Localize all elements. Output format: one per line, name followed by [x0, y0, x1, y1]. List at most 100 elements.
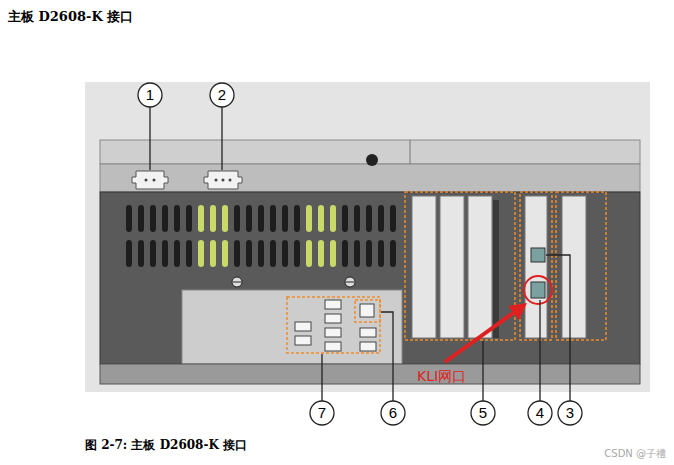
illustration-part: [149, 107, 150, 170]
illustration-part: [354, 240, 360, 267]
illustration-part: [145, 179, 148, 182]
illustration-part: [360, 328, 376, 337]
illustration-part: [233, 282, 241, 283]
callout-number: 4: [528, 401, 552, 425]
callout-number: 3: [558, 401, 582, 425]
illustration-part: [229, 179, 232, 182]
illustration-part: [295, 300, 376, 351]
illustration-part: [321, 354, 322, 401]
illustration-part: [390, 240, 396, 267]
figure-title: 主板 D2608-K 接口: [8, 8, 133, 26]
illustration-part: [138, 205, 144, 232]
illustration-part: [182, 290, 402, 364]
illustration-part: [360, 342, 376, 351]
illustration-part: [222, 179, 225, 182]
illustration-part: [132, 171, 168, 189]
illustration-part: [162, 240, 168, 267]
illustration-part: [325, 342, 341, 351]
illustration-part: [162, 205, 168, 232]
callout-number: 6: [381, 401, 405, 425]
illustration-part: [539, 300, 540, 401]
illustration-part: [246, 205, 252, 232]
illustration-part: [378, 205, 384, 232]
illustration-part: [412, 196, 436, 338]
illustration-part: [318, 205, 324, 232]
illustration-part: [410, 140, 411, 164]
illustration-part: [198, 240, 204, 267]
illustration-part: [100, 164, 640, 192]
illustration-part: [562, 196, 586, 338]
illustration-part: [325, 300, 341, 309]
illustration-part: [525, 196, 547, 338]
illustration-part: [295, 322, 311, 331]
illustration-part: [210, 240, 216, 267]
illustration-part: [471, 401, 495, 425]
illustration-part: [100, 364, 640, 384]
illustration-part: [345, 277, 355, 287]
illustration-part: [556, 192, 606, 340]
illustration-part: [222, 240, 228, 267]
illustration-part: [531, 282, 545, 298]
illustration-part: [381, 312, 393, 401]
illustration-part: [355, 300, 380, 322]
illustration-part: [138, 83, 582, 425]
illustration-part: [346, 282, 354, 283]
illustration-part: [310, 401, 334, 425]
illustration-part: [330, 240, 336, 267]
illustration-part: [221, 107, 222, 170]
illustration-part: [287, 297, 380, 353]
illustration-part: [558, 401, 582, 425]
illustration-part: [100, 192, 640, 364]
illustration-part: [222, 205, 228, 232]
illustration-part: [546, 255, 570, 401]
illustration-part: [520, 192, 552, 340]
illustration-part: [342, 205, 348, 232]
illustration-part: [174, 205, 180, 232]
illustration-part: [318, 240, 324, 267]
illustration-part: [150, 240, 156, 267]
illustration-part: [150, 205, 156, 232]
illustration-part: [366, 240, 372, 267]
illustration-part: [482, 341, 483, 401]
illustration-part: [294, 205, 300, 232]
illustration-part: [234, 205, 240, 232]
illustration-part: [294, 240, 300, 267]
illustration-part: [138, 240, 144, 267]
figure-caption: 图 2-7: 主板 D2608-K 接口: [85, 437, 247, 454]
illustration-part: [186, 205, 192, 232]
illustration-part: [126, 205, 132, 232]
illustration-part: [174, 240, 180, 267]
illustration-part: [325, 314, 341, 323]
illustration-part: [282, 240, 288, 267]
illustration-part: [440, 196, 464, 338]
illustration-part: [508, 303, 527, 320]
illustration-part: [210, 205, 216, 232]
illustration-part: [126, 240, 132, 267]
illustration-part: [295, 336, 311, 345]
illustration-part: [381, 401, 405, 425]
illustration-part: [306, 205, 312, 232]
watermark: CSDN @子禮: [604, 447, 666, 461]
illustration-part: [378, 240, 384, 267]
illustration-part: [354, 205, 360, 232]
illustration-part: [405, 192, 515, 340]
illustration-part: [246, 240, 252, 267]
illustration-part: [204, 171, 242, 189]
illustration-part: [85, 82, 650, 392]
illustration-part: [366, 154, 378, 166]
illustration-part: [524, 276, 552, 304]
illustration-part: [493, 200, 499, 338]
illustration-part: [270, 205, 276, 232]
callout-number: 5: [471, 401, 495, 425]
illustration-part: [528, 401, 552, 425]
illustration-part: [126, 205, 396, 267]
illustration-part: [258, 205, 264, 232]
illustration-part: [366, 205, 372, 232]
illustration-part: [468, 196, 492, 338]
illustration-part: [198, 205, 204, 232]
illustration-part: [138, 83, 162, 107]
illustration-part: [360, 304, 374, 317]
illustration-part: [531, 248, 545, 262]
illustration-part: [215, 179, 218, 182]
